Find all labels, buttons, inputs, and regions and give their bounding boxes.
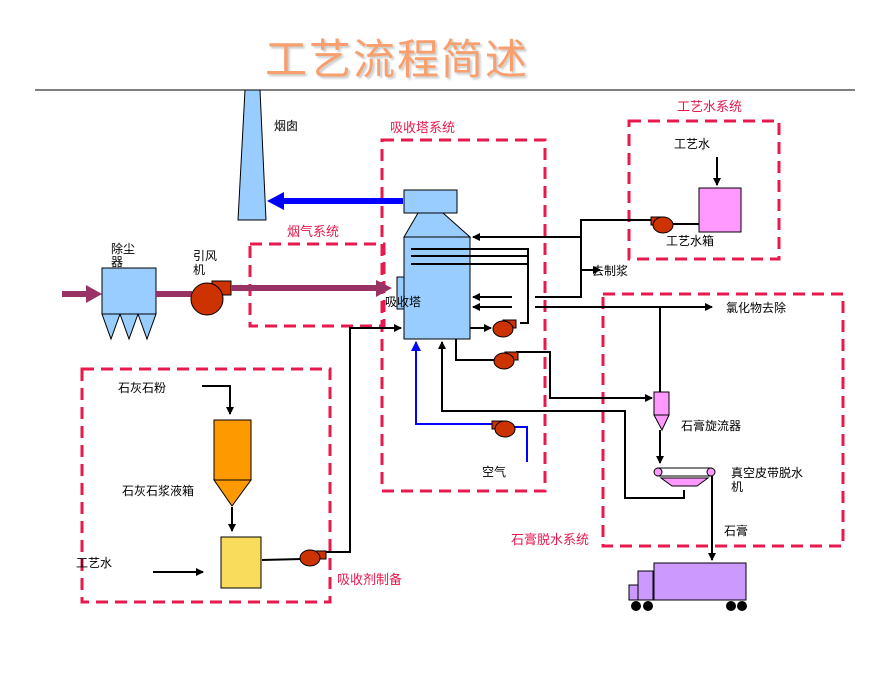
induced-fan (190, 282, 224, 316)
gypsum-bleed-line (455, 339, 494, 361)
absorber-tower-top (403, 189, 458, 214)
gypsum-dewatering-system-label: 石膏脱水系统 (511, 533, 590, 548)
absorber-tower-label: 吸收塔 (385, 295, 422, 309)
chloride-removal-label: 氯化物去除 (726, 301, 787, 315)
limestone-slurry-tank-label: 石灰石浆液箱 (122, 484, 195, 498)
chimney-label: 烟囱 (274, 119, 299, 133)
gypsum-cyclone-cone (653, 414, 670, 432)
page-title: 工艺流程简述 (265, 35, 530, 84)
slurry-tank-to-pump (261, 558, 303, 561)
gypsum-cyclone-label: 石膏旋流器 (681, 419, 742, 433)
oxidation-air-to-absorber (411, 341, 493, 425)
process-water-system-box (627, 119, 781, 261)
dust-collector-hopper-2 (119, 313, 139, 341)
belt-roller-left (653, 467, 663, 477)
absorbent-prep-system-box (80, 367, 332, 604)
induced-fan-label-2: 机 (193, 263, 206, 277)
process-water-inlet-label: 工艺水 (674, 137, 711, 151)
to-slurry-prep-label: 去制浆 (592, 264, 629, 278)
air-label: 空气 (482, 465, 507, 479)
flue-gas-absorber-arrowhead (376, 280, 392, 297)
bleed-to-cyclone (516, 351, 653, 402)
process-water-system-label: 工艺水系统 (677, 100, 743, 115)
clean-gas-arrowhead (267, 192, 284, 210)
process-water-tank-label: 工艺水箱 (666, 234, 715, 248)
absorber-tower-body (403, 236, 471, 340)
limestone-silo-cone (213, 479, 252, 507)
absorber-system-label: 吸收塔系统 (390, 121, 456, 136)
absorber-system-box (380, 138, 547, 493)
limestone-powder-feed (202, 385, 234, 415)
dust-collector-label-1: 除尘 (111, 242, 136, 256)
dust-collector-hopper-3 (137, 313, 157, 341)
process-water-left-label: 工艺水 (76, 556, 113, 570)
belt-roller-right (706, 467, 716, 477)
gypsum-bleed-pump (493, 351, 519, 370)
absorbent-prep-system-label: 吸收剂制备 (337, 573, 403, 588)
vacuum-belt-label-1: 真空皮带脱水 (731, 466, 804, 480)
absorbent-feed-line (320, 324, 402, 553)
oxidation-air-line (514, 426, 528, 462)
absorbent-feed-pump (299, 549, 327, 567)
process-water-tank (698, 187, 742, 233)
dust-collector-hopper-1 (101, 313, 121, 341)
gypsum-cyclone-body (653, 391, 670, 416)
vacuum-belt-label-2: 机 (731, 480, 744, 494)
limestone-powder-label: 石灰石粉 (118, 381, 167, 395)
dust-collector-label-2: 器 (111, 255, 124, 269)
recirc-pump (492, 319, 517, 338)
gypsum-dewatering-system-box (601, 292, 845, 548)
spray-header-1 (411, 248, 529, 324)
limestone-slurry-tank (220, 536, 262, 589)
oxidation-air-blower (491, 420, 516, 438)
flue-gas-system-label: 烟气系统 (287, 225, 340, 240)
absorber-tower-cone (403, 212, 472, 238)
vacuum-pan (659, 477, 710, 487)
raw-flue-gas-arrowhead (86, 285, 102, 303)
process-water-to-absorber (472, 219, 651, 241)
process-water-pump (650, 216, 674, 234)
gypsum-truck (628, 562, 747, 611)
process-water-mid-line (535, 237, 582, 298)
gypsum-label: 石膏 (724, 524, 749, 538)
filtrate-return-line (438, 341, 685, 499)
chimney (237, 89, 267, 221)
induced-fan-label-1: 引风 (193, 249, 218, 263)
dust-collector (101, 267, 157, 315)
limestone-silo (213, 419, 252, 481)
